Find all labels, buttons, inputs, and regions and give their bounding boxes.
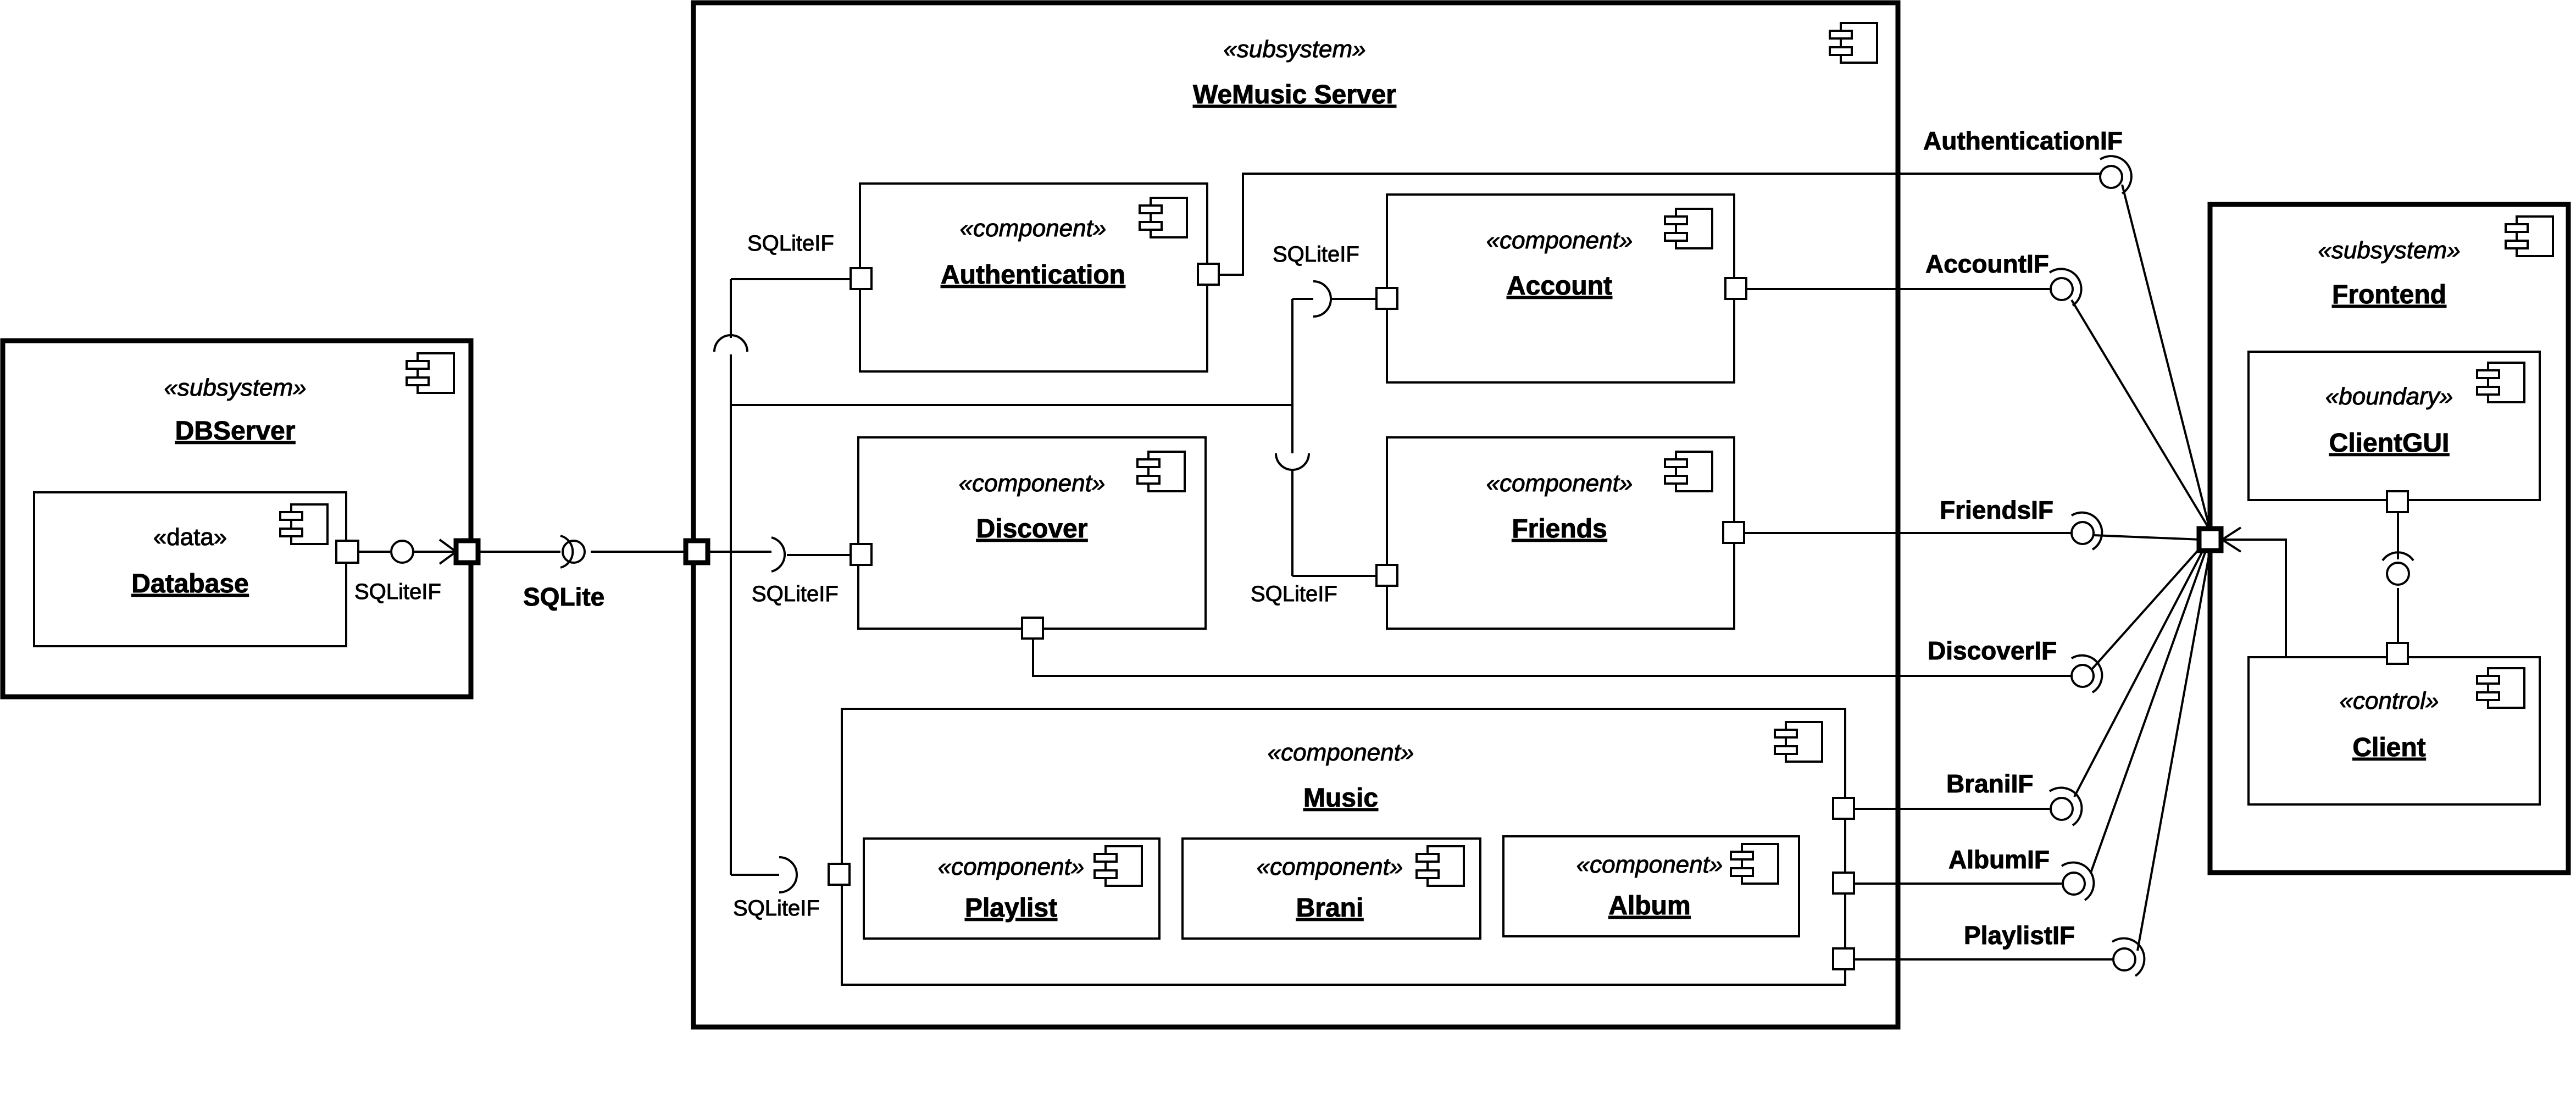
authentication-if-port (1197, 263, 1220, 286)
database-component: «data» Database (33, 491, 347, 647)
friends-sqlite-port (1375, 564, 1398, 587)
discover-name: Discover (976, 514, 1088, 543)
album-name: Album (1608, 891, 1690, 920)
discover-sqlite-port (850, 543, 873, 566)
component-icon (1829, 22, 1878, 64)
wemusic-server-subsystem: «subsystem» WeMusic Server (691, 0, 1901, 1030)
friends-if-port (1722, 521, 1745, 544)
dbserver-stereotype: «subsystem» (164, 374, 306, 401)
account-stereotype: «component» (1486, 227, 1633, 254)
friends-name: Friends (1512, 514, 1607, 543)
component-icon (279, 503, 329, 545)
dbserver-port (453, 538, 481, 565)
music-sqlite-port (828, 863, 851, 886)
sqlite-label: SQLite (523, 582, 604, 611)
accountif-symbol (2048, 268, 2083, 307)
authentication-name: Authentication (941, 260, 1125, 290)
authentication-stereotype: «component» (960, 215, 1107, 242)
client-component: «control» Client (2247, 656, 2541, 806)
auth-sqliteif-label: SQLiteIF (747, 231, 834, 256)
discover-socket (771, 536, 786, 573)
albumif-label: AlbumIF (1948, 845, 2050, 874)
discover-if-port (1021, 617, 1044, 640)
brani-if-port (1832, 797, 1855, 820)
database-stereotype: «data» (153, 524, 227, 551)
account-sqliteif-label: SQLiteIF (1273, 242, 1359, 267)
account-socket (1313, 280, 1332, 318)
clientgui-port (2386, 490, 2409, 513)
server-stereotype: «subsystem» (1223, 36, 1365, 63)
database-name: Database (131, 569, 248, 598)
music-stereotype: «component» (1268, 739, 1414, 766)
accountif-label: AccountIF (1925, 249, 2049, 278)
music-socket (779, 856, 798, 893)
interface-symbols (390, 155, 2414, 977)
component-icon (406, 352, 455, 394)
friends-sqliteif-label: SQLiteIF (1251, 582, 1337, 606)
authenticationif-symbol (2099, 155, 2133, 195)
album-component: «component» Album (1502, 835, 1800, 937)
playlist-stereotype: «component» (938, 853, 1085, 880)
discover-stereotype: «component» (959, 470, 1106, 497)
client-port (2386, 642, 2409, 665)
client-interface-symbol (2381, 551, 2414, 586)
frontend-port (2196, 526, 2224, 553)
discover-sqliteif-label: SQLiteIF (752, 582, 839, 606)
braniif-label: BraniIF (1946, 769, 2033, 798)
album-stereotype: «component» (1576, 851, 1723, 878)
playlistif-label: PlaylistIF (1964, 921, 2075, 950)
server-name: WeMusic Server (1193, 80, 1396, 109)
dbserver-subsystem: «subsystem» DBServer (0, 338, 474, 700)
clientgui-component: «boundary» ClientGUI (2247, 351, 2541, 501)
friends-component: «component» Friends (1386, 436, 1735, 630)
friendsif-label: FriendsIF (1940, 496, 2053, 524)
account-component: «component» Account (1386, 193, 1735, 384)
server-sqlite-port (683, 538, 710, 565)
clientgui-stereotype: «boundary» (2325, 383, 2453, 410)
account-if-port (1724, 277, 1747, 300)
authentication-component: «component» Authentication (859, 182, 1208, 373)
connector-lines (359, 173, 2399, 961)
discoverif-symbol (2070, 654, 2103, 693)
database-port (335, 540, 359, 564)
music-name: Music (1303, 784, 1378, 813)
brani-stereotype: «component» (1257, 853, 1403, 880)
friendsif-symbol (2070, 511, 2103, 551)
album-if-port (1832, 872, 1855, 895)
clientgui-name: ClientGUI (2329, 429, 2450, 458)
brani-component: «component» Brani (1181, 837, 1481, 940)
frontend-stereotype: «subsystem» (2318, 237, 2460, 264)
interface-labels: AuthenticationIF AccountIF FriendsIF Dis… (1923, 126, 2123, 950)
sqliteif-crossing-2 (1275, 453, 1310, 471)
dbserver-name: DBServer (175, 417, 296, 446)
discover-component: «component» Discover (857, 436, 1207, 630)
playlist-component: «component» Playlist (863, 837, 1161, 940)
authentication-sqlite-port (850, 267, 873, 290)
account-sqlite-port (1375, 287, 1398, 310)
connector-labels: SQLiteIF SQLite SQLiteIF SQLiteIF SQLite… (354, 231, 1360, 921)
frontend-name: Frontend (2332, 280, 2446, 309)
discoverif-label: DiscoverIF (1928, 636, 2057, 665)
playlist-name: Playlist (965, 893, 1057, 923)
ports (335, 263, 2409, 970)
friends-stereotype: «component» (1486, 470, 1633, 497)
sqliteif-crossing (713, 334, 748, 352)
braniif-symbol (2048, 786, 2083, 826)
playlist-if-port (1832, 947, 1855, 970)
music-sqliteif-label: SQLiteIF (733, 896, 820, 920)
brani-name: Brani (1296, 893, 1364, 923)
client-stereotype: «control» (2339, 687, 2439, 714)
component-icon (2505, 215, 2554, 257)
db-sqliteif-label: SQLiteIF (354, 580, 441, 604)
sqlite-interface (560, 535, 586, 569)
db-provided-interface (390, 540, 414, 564)
playlistif-symbol (2111, 937, 2146, 977)
albumif-symbol (2061, 861, 2095, 901)
account-name: Account (1507, 271, 1612, 301)
authenticationif-label: AuthenticationIF (1923, 126, 2123, 155)
client-name: Client (2352, 733, 2425, 762)
